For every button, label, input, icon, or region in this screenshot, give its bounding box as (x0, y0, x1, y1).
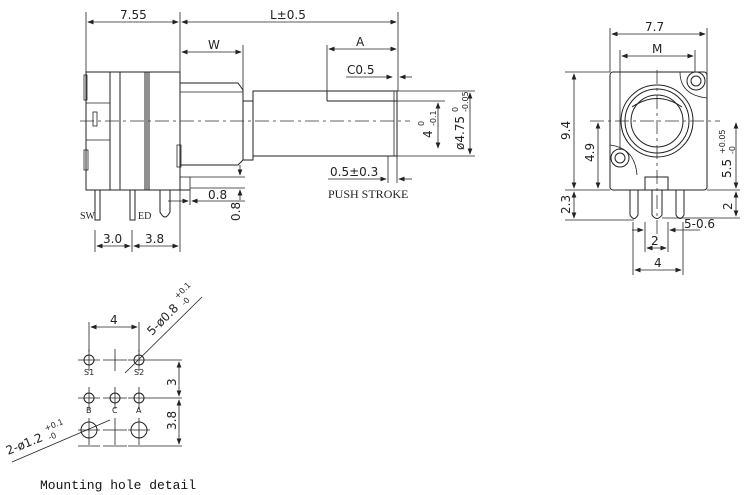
dim-pin-span: 4 (654, 256, 662, 270)
hole-label-s1: S1 (84, 368, 94, 377)
dim-push-stroke: 0.5±0.3 (330, 165, 378, 179)
dim-height: 9.4 (559, 121, 573, 140)
dim-span: 4 (110, 313, 118, 327)
dim-flat-tol-lower: -0.1 (429, 110, 438, 126)
dim-shaft-length: L±0.5 (270, 8, 306, 22)
dim-shaft-dia: ø4.75 (453, 116, 467, 150)
dim-pitch-1: 3.0 (103, 232, 122, 246)
dim-flat: 4 (421, 130, 435, 138)
dim-shaft-center: 5.5 (720, 159, 734, 178)
dim-w: W (208, 38, 220, 52)
mounting-hole-detail: S1 S2 B C A 4 3 3.8 5-ø0.8 +0.1 -0 2-ø1.… (4, 281, 203, 493)
dim-width: 7.7 (645, 20, 664, 34)
hole-label-b: B (86, 406, 92, 415)
small-holes-callout: 5-ø0.8 (144, 301, 181, 338)
pin-label-sw: SW (80, 211, 96, 222)
dim-pin-gap: 0.8 (208, 188, 227, 202)
large-holes-tol-lower: -0 (47, 431, 58, 442)
dim-shaft-dia-tol-upper: 0 (451, 107, 460, 112)
dim-pin-height: 0.8 (229, 202, 243, 221)
hole-label-a: A (136, 406, 142, 415)
hole-label-s2: S2 (134, 368, 144, 377)
dim-pitch-2: 3.8 (145, 232, 164, 246)
hole-label-c: C (112, 406, 118, 415)
dim-center: 4.9 (583, 143, 597, 162)
dim-row-gap-1: 3 (165, 378, 179, 386)
dim-chamfer: C0.5 (347, 63, 374, 77)
dim-a: A (356, 35, 365, 49)
dim-shaft-center-tol-lower: -0 (728, 146, 737, 154)
dim-row-gap-2: 3.8 (165, 411, 179, 430)
side-view: 7.55 L±0.5 W A C0.5 4 0 -0.1 ø4.75 0 -0.… (80, 8, 475, 252)
dim-m: M (652, 42, 662, 56)
dim-flat-tol-upper: 0 (417, 121, 426, 126)
dim-pin-len-right: 2 (721, 202, 735, 210)
dim-pin-len-left: 2.3 (559, 195, 573, 214)
dim-pin-width: 5-0.6 (684, 217, 715, 231)
large-holes-callout: 2-ø1.2 (4, 430, 45, 457)
mounting-title: Mounting hole detail (40, 478, 196, 493)
pin-label-ed: ED (138, 211, 151, 222)
front-view: 7.7 M 9.4 4.9 2.3 5.5 +0.05 -0 2 5-0.6 2 (559, 20, 740, 275)
dim-shaft-dia-tol-lower: -0.05 (461, 91, 470, 112)
dim-pin-pitch: 2 (651, 234, 659, 248)
push-stroke-label: PUSH STROKE (328, 187, 408, 201)
dim-shaft-center-tol-upper: +0.05 (718, 129, 727, 154)
dim-body-length: 7.55 (120, 8, 147, 22)
